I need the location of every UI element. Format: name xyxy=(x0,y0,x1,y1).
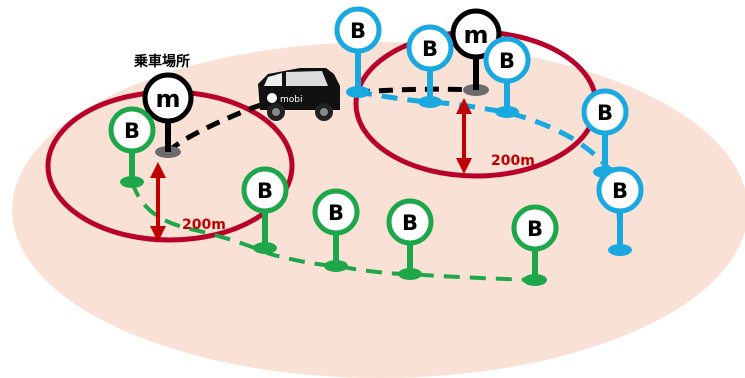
mobi-letter: m xyxy=(463,21,488,49)
mobi-pin-left: m xyxy=(142,72,194,158)
van-logo-text: mobi xyxy=(280,95,303,105)
bus-stop-letter: B xyxy=(257,179,273,203)
distance-label-right: 200m xyxy=(491,153,535,169)
bus-stop-pin-blue: B xyxy=(334,6,382,98)
green-route-dashed xyxy=(130,181,536,282)
bus-stop-letter: B xyxy=(328,201,344,225)
bus-stop-letter: B xyxy=(527,217,543,241)
bus-stop-pin-blue: B xyxy=(483,36,531,118)
bus-stop-pin-green: B xyxy=(386,198,434,280)
bus-stop-pin-blue: B xyxy=(596,166,644,256)
distance-arrow-right xyxy=(456,98,472,174)
bus-stop-letter: B xyxy=(499,49,515,73)
mobi-letter: m xyxy=(155,85,180,113)
bus-stop-letter: B xyxy=(612,179,628,203)
van-icon: mobi xyxy=(258,68,340,121)
bus-stop-letter: B xyxy=(350,19,366,43)
bus-stop-pin-blue: B xyxy=(406,24,454,108)
bus-stop-pin-blue: B xyxy=(581,88,629,178)
bus-stop-letter: B xyxy=(402,211,418,235)
bus-stop-letter: B xyxy=(422,37,438,61)
distance-arrow-left xyxy=(150,162,166,242)
bus-stop-pin-green: B xyxy=(108,106,156,188)
bus-stop-pin-green: B xyxy=(511,204,559,286)
distance-label-left: 200m xyxy=(182,217,226,233)
black-route-dashed xyxy=(166,95,301,154)
bus-stop-letter: B xyxy=(124,119,140,143)
bus-stop-pin-green: B xyxy=(312,188,360,272)
service-area-ground xyxy=(12,42,745,378)
pickup-point-label: 乗車場所 xyxy=(133,53,190,70)
mobi-pin-right: m xyxy=(450,8,502,96)
bus-stop-letter: B xyxy=(597,101,613,125)
bus-stop-pin-green: B xyxy=(241,166,289,254)
